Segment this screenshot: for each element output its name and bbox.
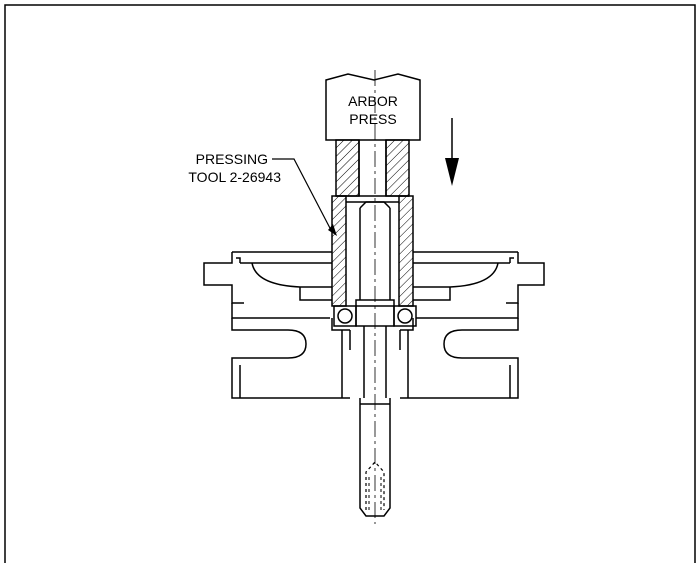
press-direction-arrow [445, 118, 459, 186]
tool-leader-line [272, 158, 337, 236]
arbor-press-label-line2: PRESS [349, 111, 396, 127]
figure-border [4, 4, 696, 563]
pressing-tool-label-line1: PRESSING [196, 151, 268, 167]
arbor-press-label-line1: ARBOR [348, 93, 398, 109]
pressing-tool [331, 139, 414, 307]
pressing-tool-label-line2: TOOL 2-26943 [188, 169, 281, 185]
housing-body [203, 251, 545, 399]
shaft [359, 201, 391, 517]
